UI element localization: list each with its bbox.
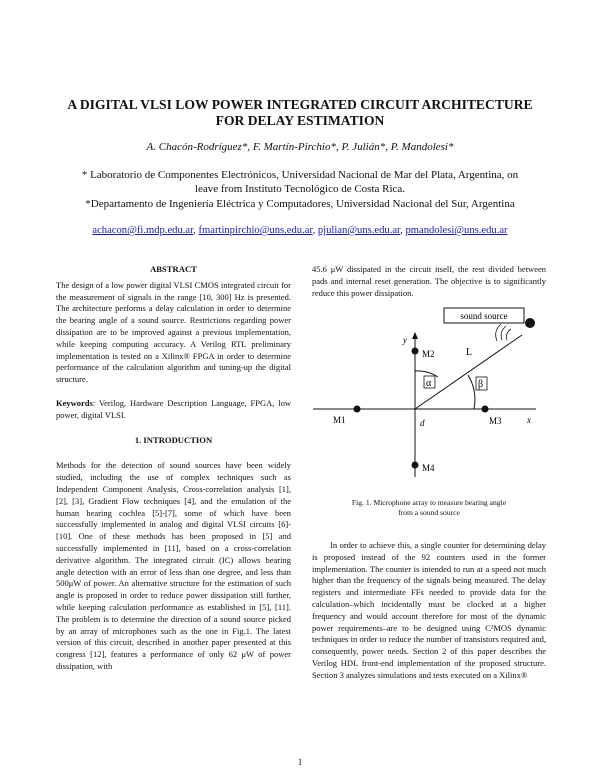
- label-m4: M4: [422, 463, 435, 473]
- label-m3: M3: [489, 416, 502, 426]
- right-column-bottom: In order to achieve this, a single count…: [312, 540, 546, 682]
- introduction-heading: 1. INTRODUCTION: [134, 434, 213, 445]
- alpha-arc: [414, 370, 439, 378]
- sound-wave: [495, 323, 502, 342]
- authors: A. Chacón-Rodríguez*, F. Martín-Pirchio*…: [146, 141, 454, 153]
- microphone-m1: [353, 405, 361, 413]
- label-l: L: [466, 347, 472, 358]
- sound-wave: [506, 328, 512, 341]
- affiliation-1: * Laboratorio de Componentes Electrónico…: [81, 169, 519, 195]
- paragraph-counter: In order to achieve this, a single count…: [312, 540, 546, 680]
- affiliation-2: *Departamento de Ingeniería Eléctrica y …: [85, 198, 515, 210]
- sound-source-box: [443, 307, 525, 324]
- sound-source-label: sound source: [460, 311, 507, 321]
- beta-arc: [467, 374, 476, 410]
- email-link[interactable]: achacon@fi.mdp.edu.ar: [92, 225, 194, 236]
- label-x: x: [526, 415, 531, 425]
- label-d: d: [420, 418, 425, 428]
- keywords: Keywords: Verilog, Hardware Description …: [56, 397, 291, 420]
- label-beta: β: [478, 379, 483, 390]
- line-l: [414, 334, 523, 410]
- label-y: y: [402, 335, 407, 345]
- beta-box: [475, 376, 488, 391]
- label-m2: M2: [422, 349, 435, 359]
- alpha-box: [423, 375, 436, 389]
- microphone-m4: [411, 461, 419, 469]
- microphone-array-figure: sound source M2 M1 M3 M4 L d x y α β: [313, 307, 536, 477]
- abstract-heading: ABSTRACT: [150, 264, 197, 274]
- paragraph-power: 45.6 μW dissipated in the circuit itself…: [312, 264, 546, 298]
- abstract-text: The design of a low power digital VLSI C…: [56, 279, 291, 385]
- email-link[interactable]: pjulian@uns.edu.ar: [317, 225, 401, 236]
- left-column: ABSTRACT The design of a low power digit…: [56, 264, 291, 673]
- introduction-paragraph: Methods for the detection of sound sourc…: [56, 460, 291, 671]
- email-link[interactable]: pmandolesi@uns.edu.ar: [405, 225, 508, 236]
- label-alpha: α: [426, 378, 432, 389]
- figure-caption: Fig. 1. Microphone array to measure bear…: [351, 498, 507, 517]
- sound-source-dot: [525, 318, 535, 328]
- page-number: 1: [297, 757, 303, 767]
- microphone-m3: [481, 405, 489, 413]
- y-axis-arrow: [412, 332, 418, 339]
- sound-wave: [500, 325, 507, 341]
- right-column-top: 45.6 μW dissipated in the circuit itself…: [312, 264, 546, 299]
- microphone-m2: [411, 347, 419, 355]
- label-m1: M1: [333, 415, 346, 425]
- email-link[interactable]: fmartinpirchio@uns.edu.ar: [198, 225, 313, 236]
- paper-title: A DIGITAL VLSI LOW POWER INTEGRATED CIRC…: [67, 97, 533, 128]
- author-emails: achacon@fi.mdp.edu.ar, fmartinpirchio@un…: [92, 225, 508, 236]
